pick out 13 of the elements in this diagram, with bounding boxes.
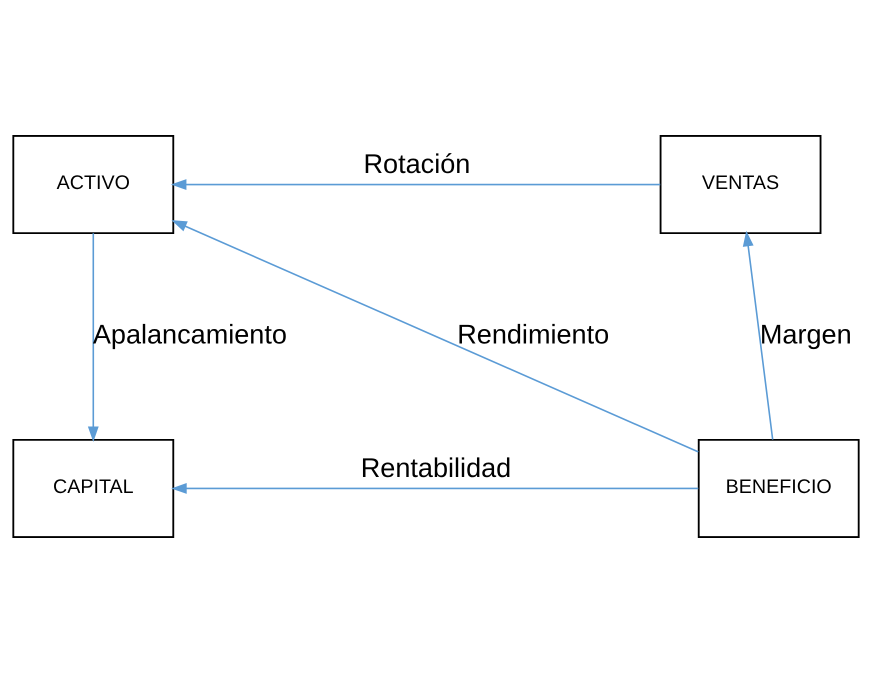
edge-label: Margen <box>760 318 852 350</box>
node-box: ACTIVO <box>12 135 174 234</box>
arrow <box>742 230 774 440</box>
edge-label: Rentabilidad <box>360 452 512 483</box>
node-box: VENTAS <box>660 135 822 234</box>
node-box: CAPITAL <box>12 438 174 538</box>
arrow <box>88 233 99 442</box>
edge-label: Rendimiento <box>457 318 610 350</box>
arrow <box>171 483 698 494</box>
node-box: BENEFICIO <box>698 438 860 538</box>
arrow <box>171 220 699 453</box>
arrow <box>170 179 660 190</box>
edge-label: Rotación <box>364 148 470 179</box>
